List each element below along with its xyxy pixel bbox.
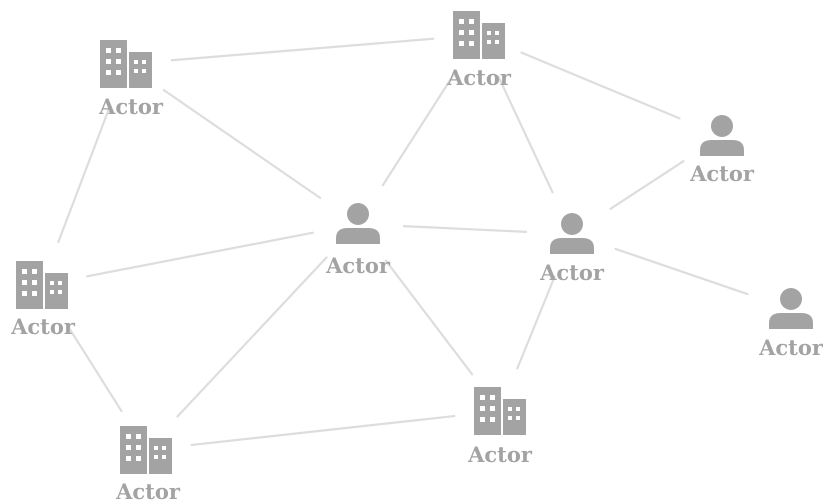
building-icon — [453, 11, 505, 59]
node-organization[interactable]: Actor — [115, 426, 181, 503]
node-organization[interactable]: Actor — [98, 40, 164, 119]
edge-n4-n8 — [176, 256, 328, 418]
node-person[interactable]: Actor — [539, 213, 605, 285]
node-label: Actor — [539, 260, 605, 285]
node-person[interactable]: Actor — [325, 203, 391, 278]
person-icon — [700, 115, 744, 156]
node-organization[interactable]: Actor — [467, 387, 533, 467]
edge-n8-n9 — [190, 414, 456, 447]
edge-n1-n6 — [57, 105, 111, 244]
node-label: Actor — [325, 253, 391, 278]
person-icon — [336, 203, 380, 244]
edge-n4-n6 — [86, 231, 314, 278]
node-label: Actor — [115, 479, 181, 503]
node-label: Actor — [10, 314, 76, 339]
node-organization[interactable]: Actor — [10, 261, 76, 339]
node-person[interactable]: Actor — [758, 288, 823, 360]
edges-layer — [57, 37, 749, 447]
building-icon — [120, 426, 172, 474]
building-icon — [100, 40, 152, 88]
edge-n4-n9 — [384, 259, 474, 376]
edge-n3-n5 — [609, 160, 685, 210]
node-label: Actor — [467, 442, 533, 467]
node-organization[interactable]: Actor — [446, 11, 512, 90]
node-label: Actor — [758, 335, 823, 360]
edge-n4-n5 — [402, 225, 528, 233]
edge-n2-n4 — [381, 72, 456, 187]
edge-n1-n2 — [170, 37, 435, 62]
node-label: Actor — [689, 161, 755, 186]
edge-n6-n8 — [65, 322, 123, 413]
edge-n2-n5 — [497, 75, 554, 194]
building-icon — [16, 261, 68, 309]
edge-n5-n7 — [614, 247, 749, 296]
node-label: Actor — [98, 94, 164, 119]
building-icon — [474, 387, 526, 435]
person-icon — [769, 288, 813, 329]
node-person[interactable]: Actor — [689, 115, 755, 186]
edge-n2-n3 — [520, 51, 681, 120]
node-label: Actor — [446, 65, 512, 90]
person-icon — [550, 213, 594, 254]
edge-n5-n9 — [516, 275, 556, 370]
edge-n1-n4 — [162, 89, 322, 199]
